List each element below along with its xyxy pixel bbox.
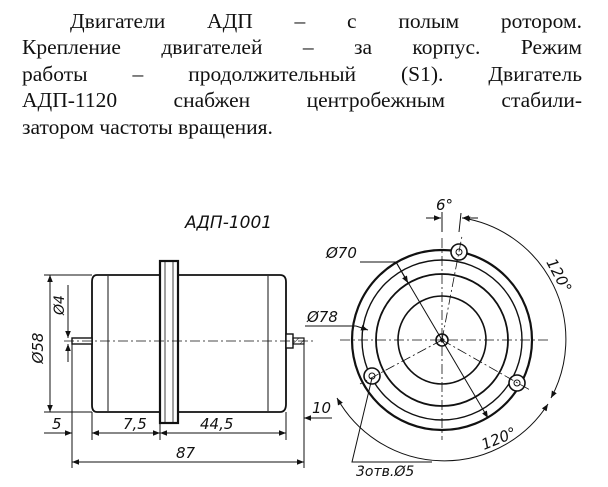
dim-angle-right: 120° bbox=[542, 255, 575, 295]
dim-shaft-length: 5 bbox=[52, 415, 62, 433]
dim-rear-shaft: 10 bbox=[312, 399, 331, 417]
body-text: Двигатели АДП – с полым ротором. Креплен… bbox=[22, 8, 582, 140]
dim-hole-angle: 6° bbox=[436, 196, 453, 214]
dim-angle-bottom: 120° bbox=[479, 423, 519, 453]
side-view bbox=[64, 259, 314, 425]
dim-total-length: 87 bbox=[176, 444, 196, 462]
holes-note: 3отв.Ø5 bbox=[356, 464, 414, 480]
dim-flange-offset: 7,5 bbox=[123, 415, 147, 433]
text-line-1: Двигатели АДП – с полым ротором. bbox=[70, 9, 582, 33]
front-view bbox=[340, 235, 548, 440]
text-line-2: Крепление двигателей – за корпус. Режим bbox=[22, 35, 582, 60]
dim-diameter-58: Ø58 bbox=[29, 333, 47, 365]
text-line-5: затором частоты вращения. bbox=[22, 114, 273, 139]
technical-drawing: АДП-1001 bbox=[29, 196, 575, 480]
dim-body-length: 44,5 bbox=[200, 415, 233, 433]
dim-outer-diameter: Ø78 bbox=[306, 308, 338, 326]
side-view-dimensions bbox=[44, 274, 332, 468]
front-view-dimensions bbox=[305, 212, 567, 463]
dim-inner-diameter: Ø70 bbox=[325, 244, 357, 262]
text-line-3: работы – продолжительный (S1). Двигатель bbox=[22, 61, 582, 86]
dim-shaft-diameter: Ø4 bbox=[52, 295, 68, 316]
text-line-4: АДП-1120 снабжен центробежным стабили- bbox=[22, 88, 582, 113]
model-title: АДП-1001 bbox=[184, 213, 272, 233]
